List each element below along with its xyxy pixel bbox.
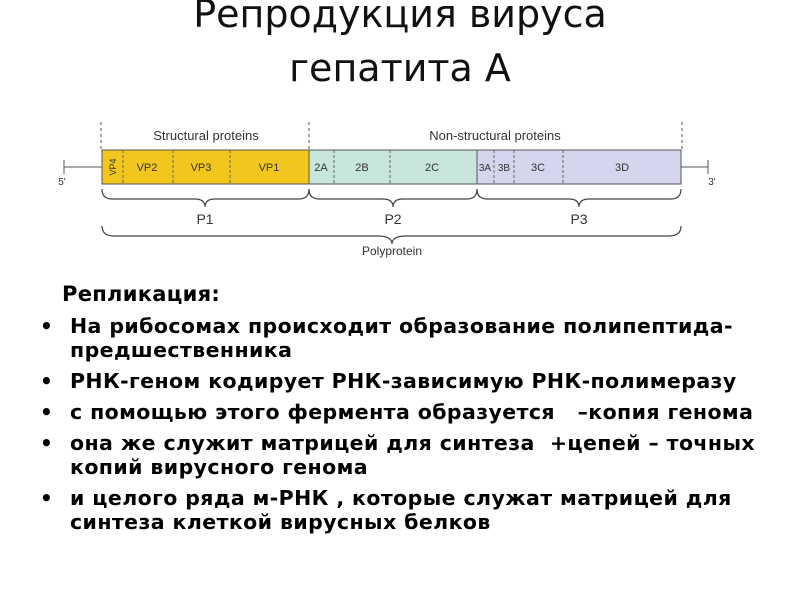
segment-2c-label: 2C bbox=[425, 162, 439, 174]
p3-label: P3 bbox=[570, 211, 587, 227]
five-prime-label: 5' bbox=[58, 177, 66, 188]
three-prime-label: 3' bbox=[708, 177, 716, 188]
segment-p2-box bbox=[308, 149, 478, 185]
segment-2a-label: 2A bbox=[314, 162, 328, 174]
segment-3c-label: 3C bbox=[531, 162, 545, 174]
p1-label: P1 bbox=[196, 211, 213, 227]
region-guides bbox=[100, 122, 683, 150]
bullet-item: она же служит матрицей для синтеза +цепе… bbox=[40, 431, 780, 479]
segment-vp2-label: VP2 bbox=[137, 162, 158, 174]
title-line-2: гепатита А bbox=[289, 46, 511, 90]
structural-proteins-label: Structural proteins bbox=[153, 128, 259, 143]
segment-p3-box bbox=[476, 149, 682, 185]
segment-vp1-label: VP1 bbox=[259, 162, 280, 174]
segment-dividers bbox=[122, 150, 564, 184]
segment-2b-label: 2B bbox=[355, 162, 368, 174]
segment-3d-label: 3D bbox=[615, 162, 629, 174]
bullet-item: На рибосомах происходит образование поли… bbox=[40, 314, 780, 362]
bullet-item: РНК-геном кодирует РНК-зависимую РНК-пол… bbox=[40, 369, 780, 393]
bullet-item: с помощью этого фермента образуется –коп… bbox=[40, 400, 780, 424]
segment-vp3-label: VP3 bbox=[191, 162, 212, 174]
polyprotein-label: Polyprotein bbox=[362, 244, 422, 258]
region-braces bbox=[101, 188, 682, 245]
title-line-1: Репродукция вируса bbox=[193, 0, 607, 36]
bullet-item: и целого ряда м-РНК , которые служат мат… bbox=[40, 486, 780, 534]
bullet-list: На рибосомах происходит образование поли… bbox=[40, 314, 780, 541]
segment-3a-label: 3A bbox=[479, 163, 492, 174]
p2-label: P2 bbox=[384, 211, 401, 227]
segment-p1-box bbox=[101, 149, 310, 185]
segment-3b-label: 3B bbox=[498, 163, 511, 174]
section-heading: Репликация: bbox=[62, 282, 221, 306]
genome-diagram: Structural proteins Non-structural prote… bbox=[58, 122, 716, 258]
segment-vp4-label: VP4 bbox=[108, 158, 118, 175]
non-structural-proteins-label: Non-structural proteins bbox=[429, 128, 561, 143]
